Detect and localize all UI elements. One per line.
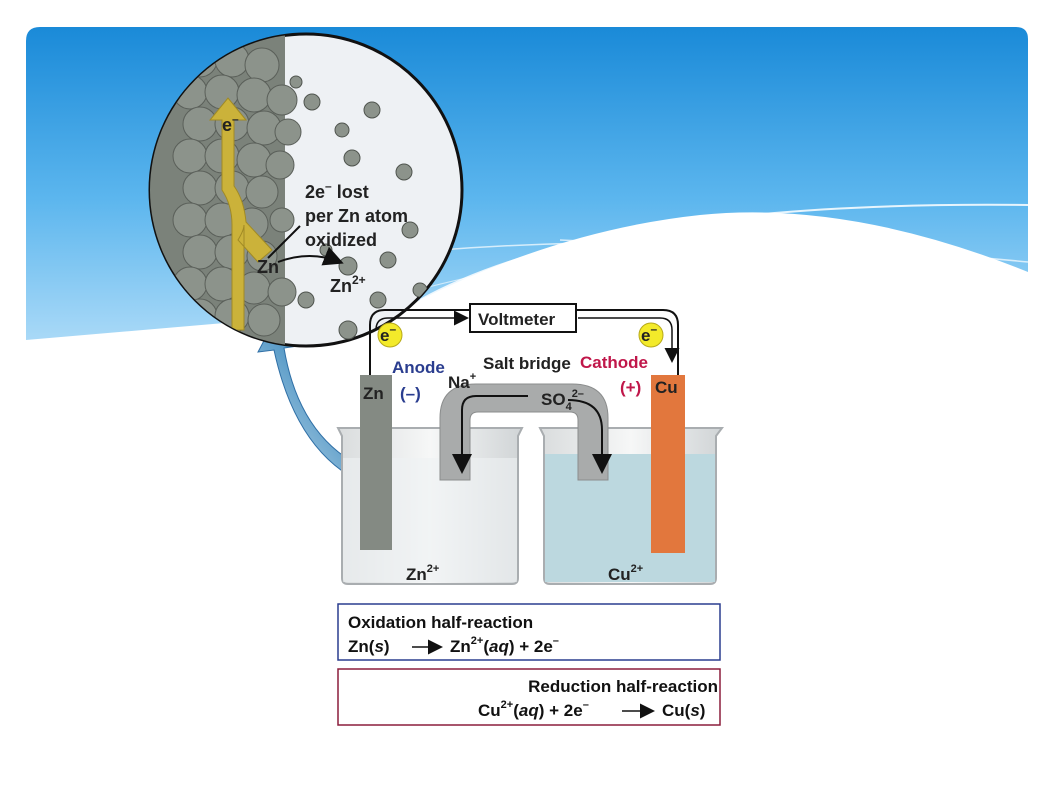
svg-text:e–: e– — [380, 322, 396, 345]
copper-beaker — [538, 427, 724, 585]
electrons-lost-label: 2e– lost per Zn atom oxidized — [305, 179, 413, 250]
zn-ion-label: Zn2+ — [330, 273, 366, 296]
salt-bridge-label: Salt bridge — [483, 354, 571, 373]
zn-atom-label: Zn — [257, 257, 279, 277]
reduction-lhs: Cu2+(aq) + 2e– — [478, 699, 589, 720]
circuit-wires-inner — [375, 310, 680, 363]
cu-electrode-label: Cu — [655, 378, 678, 397]
pointer-line — [267, 225, 301, 259]
svg-text:Voltmeter: Voltmeter — [478, 310, 556, 329]
svg-text:e–: e– — [641, 322, 657, 345]
reduction-rhs: Cu(s) — [662, 701, 705, 720]
copper-electrode — [651, 375, 685, 553]
electron-flow-arrow-icon — [208, 97, 273, 331]
voltmeter: Voltmeter — [469, 303, 577, 333]
reduction-title: Reduction half-reaction — [528, 677, 718, 696]
anode-sign: (–) — [400, 384, 421, 403]
cathode-label: Cathode — [580, 353, 648, 372]
zinc-electrode — [360, 375, 392, 550]
zn-electrode-label: Zn — [363, 384, 384, 403]
ion-release-arrow — [277, 246, 344, 266]
sulfate-ion-label: SO42– — [541, 388, 584, 413]
anode-label: Anode — [392, 358, 445, 377]
magnified-electron-label: e– — [222, 112, 239, 135]
magnified-view: e– 2e– lost per Zn atom oxidized Zn Zn2+ — [148, 32, 464, 348]
reduction-half-reaction-box: Reduction half-reaction Cu2+(aq) + 2e– C… — [337, 668, 721, 726]
oxidation-half-reaction-box: Oxidation half-reaction Zn(s) Zn2+(aq) +… — [337, 603, 721, 661]
cathode-sign: (+) — [620, 378, 641, 397]
zn-solution-label: Zn2+ — [406, 563, 439, 584]
circuit-wires — [369, 309, 679, 375]
ion-flow-na — [452, 395, 528, 474]
oxidation-lhs: Zn(s) — [348, 637, 390, 656]
na-ion-label: Na+ — [448, 371, 476, 392]
electron-marker-right-icon: e– — [638, 322, 664, 348]
ion-flow-so4 — [567, 399, 612, 474]
electron-marker-left-icon: e– — [377, 322, 403, 348]
cu-solution-label: Cu2+ — [608, 563, 643, 584]
oxidation-title: Oxidation half-reaction — [348, 613, 533, 632]
oxidation-rhs: Zn2+(aq) + 2e– — [450, 635, 559, 656]
salt-bridge — [439, 383, 609, 481]
